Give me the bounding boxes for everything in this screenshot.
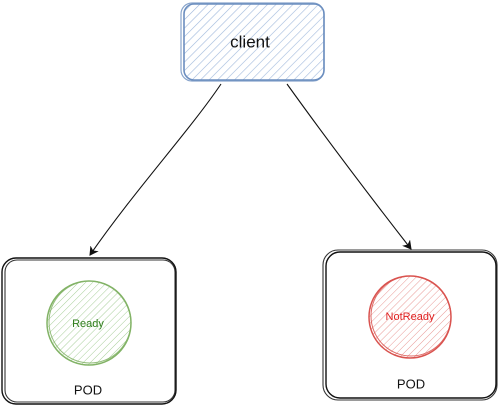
pod-node-notready[interactable]: NotReady POD (322, 249, 498, 401)
status-indicator-ready: Ready (46, 280, 132, 366)
client-label: client (230, 32, 270, 51)
pod-label-notready: POD (397, 376, 425, 391)
status-label-notready: NotReady (386, 311, 435, 323)
edge-client-to-pod-notready (286, 83, 412, 250)
pod-node-ready[interactable]: Ready POD (1, 257, 177, 405)
client-node[interactable]: client (180, 2, 325, 82)
edge-client-to-pod-ready (89, 83, 222, 256)
status-label-ready: Ready (72, 318, 104, 330)
status-indicator-notready: NotReady (368, 275, 452, 359)
pod-label-ready: POD (74, 382, 102, 397)
